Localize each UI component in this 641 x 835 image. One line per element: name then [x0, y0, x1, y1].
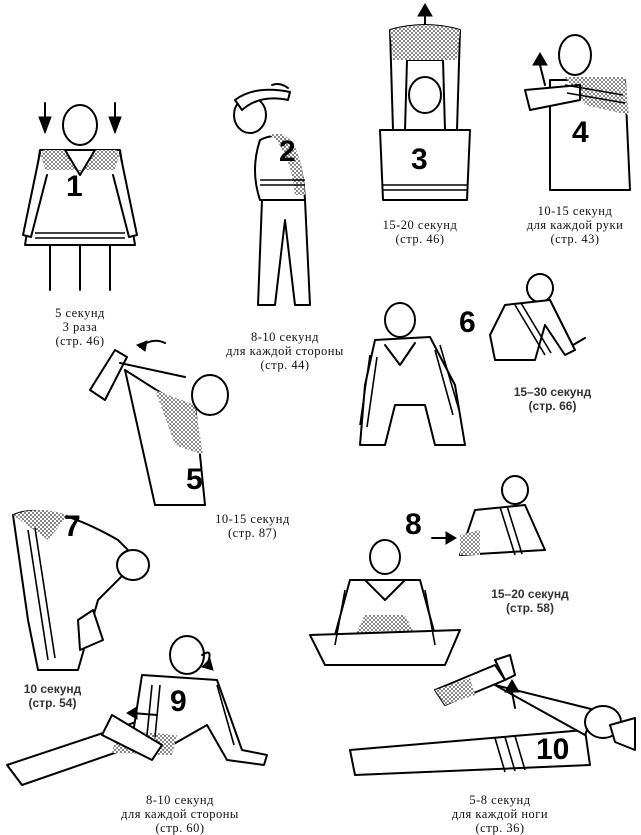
exercise-8-caption-duration: 15–20 секунд	[491, 587, 569, 601]
exercise-8-caption-page: (стр. 58)	[506, 601, 554, 615]
exercise-4-caption-duration: 10-15 секунд	[537, 204, 613, 218]
exercise-8-caption: 15–20 секунд (стр. 58)	[475, 587, 585, 615]
exercise-3-caption-duration: 15-20 секунд	[382, 218, 458, 232]
exercise-9-caption: 8-10 секунд для каждой стороны (стр. 60)	[95, 793, 265, 835]
exercise-8-number: 8	[405, 508, 422, 541]
exercise-6-number: 6	[459, 306, 476, 339]
exercise-2-caption-duration: 8-10 секунд	[251, 330, 319, 344]
exercise-4-number: 4	[572, 116, 589, 149]
exercise-5-number: 5	[186, 463, 203, 496]
exercise-5-caption-duration: 10-15 секунд	[215, 512, 290, 526]
exercise-2-illustration	[210, 80, 330, 320]
exercise-1-caption-duration: 5 секунд	[55, 306, 105, 320]
exercise-1-illustration	[5, 95, 155, 295]
exercise-3-number: 3	[411, 143, 428, 176]
exercise-4-caption-page: (стр. 43)	[550, 232, 600, 246]
exercise-8-illustration-sitting	[305, 535, 465, 675]
exercise-3-illustration	[375, 0, 475, 205]
exercise-6-illustration-front	[355, 295, 475, 455]
exercise-4-illustration	[505, 25, 635, 195]
exercise-10-caption: 5-8 секунд для каждой ноги (стр. 36)	[425, 793, 575, 835]
exercise-5-illustration	[85, 335, 235, 510]
exercise-3-caption-page: (стр. 46)	[395, 232, 445, 246]
exercise-9-illustration	[2, 625, 277, 790]
exercise-1-caption-reps: 3 раза	[62, 320, 98, 334]
exercise-10-caption-duration: 5-8 секунд	[469, 793, 531, 807]
exercise-7-caption-duration: 10 секунд	[23, 682, 82, 696]
exercise-2-number: 2	[279, 135, 296, 168]
exercise-6-caption-duration: 15–30 секунд	[513, 385, 592, 399]
exercise-3-caption: 15-20 секунд (стр. 46)	[360, 218, 480, 246]
exercise-8-illustration-side	[455, 475, 555, 565]
exercise-10-number: 10	[536, 733, 570, 766]
exercise-7-number: 7	[64, 510, 81, 543]
exercise-9-number: 9	[170, 685, 187, 718]
exercise-7-illustration	[8, 500, 158, 675]
exercise-9-caption-page: (стр. 60)	[155, 821, 205, 835]
exercise-2-caption-page: (стр. 44)	[260, 358, 310, 372]
exercise-6-illustration-side	[485, 270, 595, 370]
exercise-5-caption: 10-15 секунд (стр. 87)	[195, 512, 310, 540]
exercise-9-caption-duration: 8-10 секунд	[146, 793, 214, 807]
exercise-8-arrow-icon	[430, 530, 458, 546]
exercise-10-illustration	[345, 650, 637, 790]
exercise-4-caption: 10-15 секунд для каждой руки (стр. 43)	[510, 204, 640, 246]
exercise-7-caption-page: (стр. 54)	[28, 696, 77, 710]
exercise-4-caption-arm: для каждой руки	[526, 218, 624, 232]
exercise-2-caption-side: для каждой стороны	[226, 344, 344, 358]
exercise-1-number: 1	[66, 170, 83, 203]
exercise-1-caption: 5 секунд 3 раза (стр. 46)	[20, 306, 140, 348]
exercise-6-caption: 15–30 секунд (стр. 66)	[495, 385, 610, 413]
exercise-2-caption: 8-10 секунд для каждой стороны (стр. 44)	[205, 330, 365, 372]
exercise-9-caption-side: для каждой стороны	[121, 807, 239, 821]
exercise-1-caption-page: (стр. 46)	[55, 334, 105, 348]
exercise-6-caption-page: (стр. 66)	[528, 399, 577, 413]
exercise-10-caption-leg: для каждой ноги	[451, 807, 549, 821]
exercise-7-caption: 10 секунд (стр. 54)	[5, 682, 100, 710]
exercise-10-caption-page: (стр. 36)	[475, 821, 525, 835]
exercise-5-caption-page: (стр. 87)	[228, 526, 277, 540]
